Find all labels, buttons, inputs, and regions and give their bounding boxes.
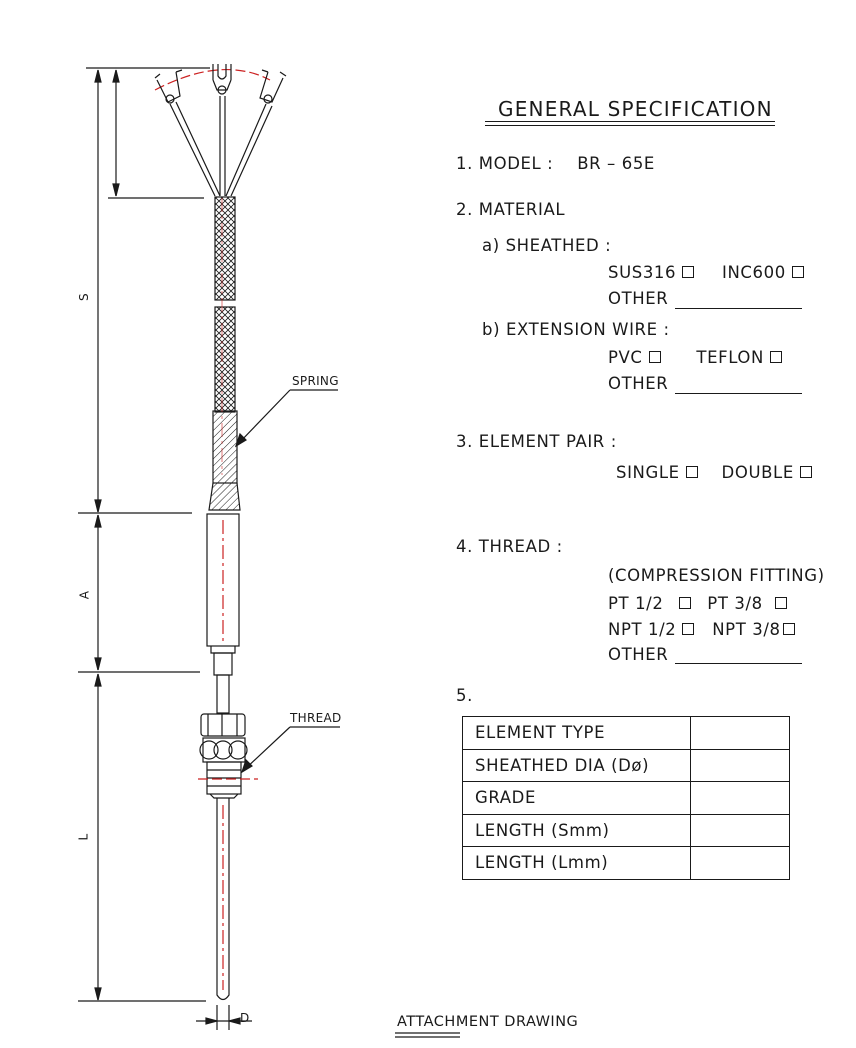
- sheath: [216, 798, 230, 1001]
- center-lug: [212, 64, 232, 95]
- spec-title: GENERAL SPECIFICATION: [498, 97, 773, 121]
- dimension-s: S: [76, 293, 91, 301]
- option-pvc: PVC: [608, 348, 643, 367]
- option-inc600: INC600: [721, 263, 786, 282]
- option-teflon: TEFLON: [696, 348, 764, 367]
- braided-cable-bottom: [214, 306, 236, 413]
- extension-other-label: OTHER: [608, 374, 669, 393]
- element-pair-options: SINGLE DOUBLE: [616, 463, 812, 482]
- sheathed-other-field[interactable]: [675, 308, 802, 309]
- sheathed-other-label: OTHER: [608, 289, 669, 308]
- checkbox-npt-1-2[interactable]: [682, 623, 695, 635]
- checkbox-pt-1-2[interactable]: [679, 597, 692, 609]
- braided-cable-top: [214, 196, 236, 301]
- table-cell-value[interactable]: [690, 813, 790, 847]
- fitting-nut: [200, 713, 246, 737]
- thread-label: 4. THREAD :: [456, 537, 563, 556]
- head-body: [206, 513, 240, 647]
- table-cell-name: LENGTH (Lmm): [462, 846, 691, 880]
- option-single: SINGLE: [616, 463, 680, 482]
- material-label: 2. MATERIAL: [456, 200, 566, 219]
- spring: [212, 410, 238, 484]
- wire-right: [225, 103, 273, 197]
- table-row: SHEATHED DIA (Dø): [462, 748, 790, 782]
- thread-other-field[interactable]: [675, 663, 802, 664]
- table-cell-value[interactable]: [690, 716, 790, 750]
- extension-options: PVC TEFLON: [608, 348, 782, 367]
- lug-arc: [154, 68, 271, 91]
- checkbox-double[interactable]: [799, 466, 812, 478]
- checkbox-pvc[interactable]: [648, 351, 661, 363]
- table-cell-value[interactable]: [690, 846, 790, 880]
- checkbox-single[interactable]: [685, 466, 698, 478]
- fitting-hex: [199, 740, 248, 760]
- checkbox-pt-3-8[interactable]: [774, 597, 787, 609]
- table-row: LENGTH (Smm): [462, 813, 790, 847]
- table-row: ELEMENT TYPE: [462, 716, 790, 750]
- dimension-d: D: [240, 1011, 250, 1025]
- title-underline: [485, 121, 775, 122]
- table-cell-value[interactable]: [690, 748, 790, 782]
- sheathed-label: a) SHEATHED :: [482, 236, 612, 255]
- option-double: DOUBLE: [721, 463, 794, 482]
- dimension-a: A: [77, 590, 92, 600]
- extension-label: b) EXTENSION WIRE :: [482, 320, 670, 339]
- thread-note: (COMPRESSION FITTING): [608, 566, 825, 585]
- thread-options-row1: PT 1/2 PT 3/8: [608, 594, 787, 613]
- table-row: LENGTH (Lmm): [462, 846, 790, 880]
- model-value: BR – 65E: [577, 154, 655, 173]
- right-lug: [259, 69, 287, 104]
- table-cell-name: GRADE: [462, 781, 691, 815]
- thread-other-label: OTHER: [608, 645, 669, 664]
- wire-left: [169, 101, 221, 197]
- spring-taper: [208, 482, 241, 511]
- model-label: 1. MODEL :: [456, 154, 554, 173]
- table-row: GRADE: [462, 781, 790, 815]
- dimension-l: L: [76, 833, 91, 841]
- element-pair-label: 3. ELEMENT PAIR :: [456, 432, 617, 451]
- option-npt-1-2: NPT 1/2: [608, 620, 677, 639]
- drawing-caption: ATTACHMENT DRAWING: [397, 1014, 579, 1030]
- attachment-drawing: [78, 64, 460, 1038]
- checkbox-inc600[interactable]: [791, 266, 804, 278]
- table-cell-value[interactable]: [690, 781, 790, 815]
- model-row: 1. MODEL : BR – 65E: [456, 154, 655, 173]
- option-npt-3-8: NPT 3/8: [712, 620, 781, 639]
- label-thread: THREAD: [290, 711, 342, 725]
- spec-table: ELEMENT TYPE SHEATHED DIA (Dø) GRADE LEN…: [462, 716, 790, 880]
- thread-options-row2: NPT 1/2 NPT 3/8: [608, 620, 795, 639]
- checkbox-teflon[interactable]: [769, 351, 782, 363]
- label-spring: SPRING: [292, 374, 339, 388]
- checkbox-sus316[interactable]: [682, 266, 695, 278]
- checkbox-npt-3-8[interactable]: [782, 623, 795, 635]
- table-cell-name: LENGTH (Smm): [462, 813, 691, 847]
- sheathed-options: SUS316 INC600: [608, 263, 804, 282]
- table-label: 5.: [456, 686, 473, 705]
- extension-other-field[interactable]: [675, 393, 802, 394]
- table-cell-name: SHEATHED DIA (Dø): [462, 748, 691, 782]
- option-sus316: SUS316: [608, 263, 677, 282]
- option-pt-1-2: PT 1/2: [608, 594, 664, 613]
- neck: [213, 652, 233, 676]
- table-cell-name: ELEMENT TYPE: [462, 716, 691, 750]
- left-lug: [154, 69, 183, 104]
- option-pt-3-8: PT 3/8: [707, 594, 763, 613]
- wire-center: [219, 96, 226, 196]
